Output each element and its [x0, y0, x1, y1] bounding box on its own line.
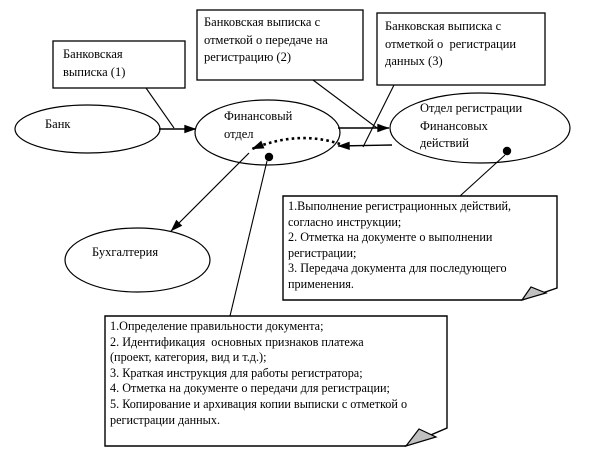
folded-corner-icon [520, 286, 548, 302]
statement1-box [52, 40, 186, 89]
registration-dept-ellipse [389, 92, 571, 164]
finance-note-callout-line [229, 160, 268, 317]
statement2-box [196, 9, 364, 81]
bank-ellipse [14, 104, 161, 154]
finance-note-anchor-dot [264, 152, 274, 162]
registration-steps-text: 1.Выполнение регистрационных действий, с… [288, 199, 512, 291]
statement2-label: Банковская выписка с отметкой о передаче… [204, 15, 328, 64]
statement2-callout-line [312, 79, 378, 129]
accounting-label: Бухгалтерия [92, 245, 159, 259]
statement3-box [376, 12, 546, 86]
bank-label: Банк [45, 117, 71, 131]
accounting-ellipse [64, 227, 211, 293]
statement1-callout-line [145, 87, 175, 129]
registration-dept-label: Отдел регистрации Финансовых действий [420, 101, 523, 150]
registration-to-finance-arrow [337, 141, 393, 150]
registration-note-callout-line [459, 154, 506, 197]
folded-corner-icon [404, 428, 438, 448]
statement3-label: Банковская выписка с отметкой о регистра… [385, 19, 517, 68]
finance-to-accounting-arrow [170, 152, 250, 232]
statement3-callout-line [362, 84, 395, 148]
registration-note-anchor-dot [502, 146, 512, 156]
finance-steps-text: 1.Определение правильности документа; 2.… [110, 319, 408, 427]
statement1-label: Банковская выписка (1) [63, 47, 126, 79]
finance-dept-label: Финансовый отдел [224, 109, 293, 141]
